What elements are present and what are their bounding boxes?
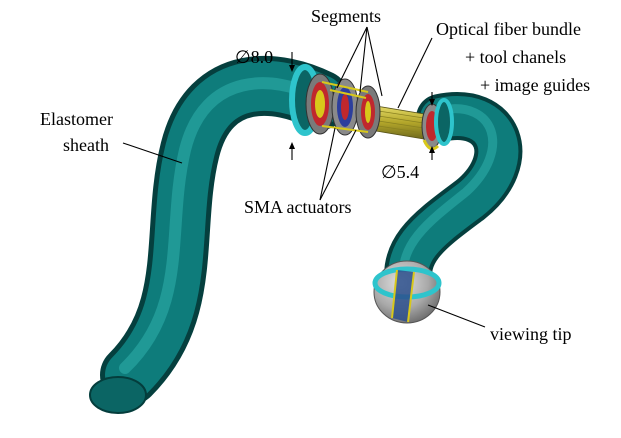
segments-label: Segments xyxy=(311,6,381,26)
elastomer-label: Elastomer xyxy=(40,109,113,129)
diameter-large-label: ∅8.0 xyxy=(235,47,273,67)
actuator-segments xyxy=(306,74,452,149)
sheath-label: sheath xyxy=(63,135,109,155)
sma-actuators-label: SMA actuators xyxy=(244,197,352,217)
viewing-tip xyxy=(374,261,440,323)
tool-channels-label: + tool chanels xyxy=(465,47,566,67)
elastomer-sheath-left xyxy=(90,83,320,413)
diameter-small-label: ∅5.4 xyxy=(381,162,419,182)
viewing-tip-label: viewing tip xyxy=(490,324,572,344)
optical-fiber-label: Optical fiber bundle xyxy=(436,19,581,39)
image-guides-label: + image guides xyxy=(480,75,590,95)
